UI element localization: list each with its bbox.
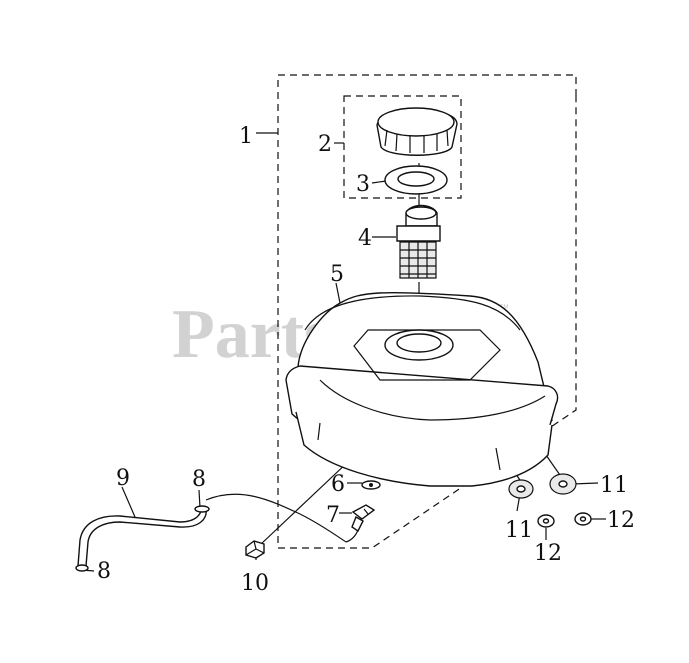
fuel-hose (77, 493, 359, 567)
washer-12-right (574, 512, 592, 526)
cap-subassembly-box (343, 95, 462, 199)
fuel-valve (351, 504, 376, 533)
hose-clamp-top (194, 505, 210, 513)
callout-11-right[interactable]: 11 (600, 473, 628, 498)
callout-1[interactable]: 1 (239, 124, 253, 149)
callout-12-left[interactable]: 12 (534, 541, 562, 566)
assembly-boundary (277, 74, 577, 549)
rubber-mount-right (549, 473, 577, 495)
callout-7[interactable]: 7 (326, 503, 340, 528)
callout-10[interactable]: 10 (241, 571, 269, 596)
callout-8-top[interactable]: 8 (192, 467, 206, 492)
callout-3[interactable]: 3 (356, 172, 370, 197)
callout-12-right[interactable]: 12 (607, 508, 635, 533)
rubber-mount-left (508, 479, 534, 499)
callout-9[interactable]: 9 (116, 466, 130, 491)
cap-gasket (384, 165, 448, 195)
fuel-strainer (396, 204, 441, 279)
hose-clamp-bottom (75, 564, 89, 572)
callout-5[interactable]: 5 (330, 262, 344, 287)
fuel-tank (285, 291, 559, 487)
callout-8-bottom[interactable]: 8 (97, 559, 111, 584)
bolt (245, 540, 265, 559)
callout-6[interactable]: 6 (331, 472, 345, 497)
fuel-cap (376, 107, 458, 156)
washer-6 (361, 480, 381, 490)
callout-11-left[interactable]: 11 (505, 518, 533, 543)
callout-4[interactable]: 4 (358, 226, 372, 251)
washer-12-left (537, 514, 555, 528)
callout-2[interactable]: 2 (318, 132, 332, 157)
